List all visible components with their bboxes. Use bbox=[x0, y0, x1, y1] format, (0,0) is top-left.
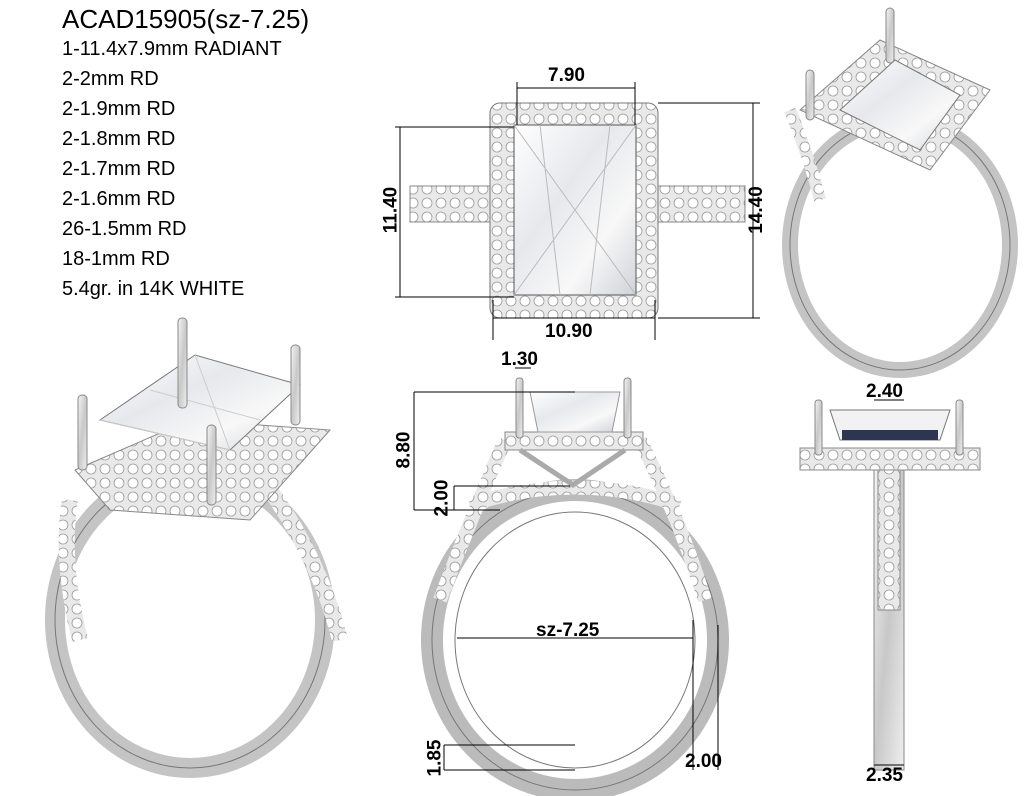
spec-block: ACAD15905(sz-7.25) 1-11.4x7.9mm RADIANT … bbox=[62, 4, 309, 304]
spec-line: 2-1.7mm RD bbox=[62, 158, 176, 180]
dim-prong: 1.30 bbox=[501, 349, 538, 370]
dim-shank-width: 2.00 bbox=[685, 751, 722, 772]
model-title: ACAD15905(sz-7.25) bbox=[62, 4, 310, 34]
dimension-lines bbox=[395, 82, 760, 340]
top-view bbox=[395, 82, 760, 340]
spec-line: 1-11.4x7.9mm RADIANT bbox=[62, 38, 282, 60]
spec-line: 2-1.9mm RD bbox=[62, 98, 176, 120]
spec-line: 2-1.8mm RD bbox=[62, 128, 176, 150]
spec-line: 2-2mm RD bbox=[62, 68, 159, 90]
dim-ring-size: sz-7.25 bbox=[536, 620, 600, 641]
spec-line: 5.4gr. in 14K WHITE bbox=[62, 278, 245, 300]
dim-gallery: 2.00 bbox=[431, 479, 453, 517]
dim-end-top: 2.40 bbox=[866, 381, 903, 402]
dim-halo-width: 10.90 bbox=[545, 321, 593, 342]
dim-halo-length: 14.40 bbox=[745, 186, 767, 234]
dim-height: 8.80 bbox=[393, 431, 415, 469]
spec-line: 26-1.5mm RD bbox=[62, 218, 187, 240]
spec-line: 18-1mm RD bbox=[62, 248, 170, 270]
dim-stone-length: 11.40 bbox=[380, 186, 402, 234]
dim-stone-width: 7.90 bbox=[548, 65, 585, 86]
dim-shank-bottom: 1.85 bbox=[424, 739, 446, 777]
perspective-view-left bbox=[45, 317, 348, 778]
dim-end-bottom: 2.35 bbox=[866, 765, 903, 786]
spec-line: 2-1.6mm RD bbox=[62, 188, 176, 210]
side-view bbox=[413, 367, 729, 796]
perspective-view-top-right bbox=[782, 7, 1018, 378]
end-view bbox=[799, 399, 981, 771]
